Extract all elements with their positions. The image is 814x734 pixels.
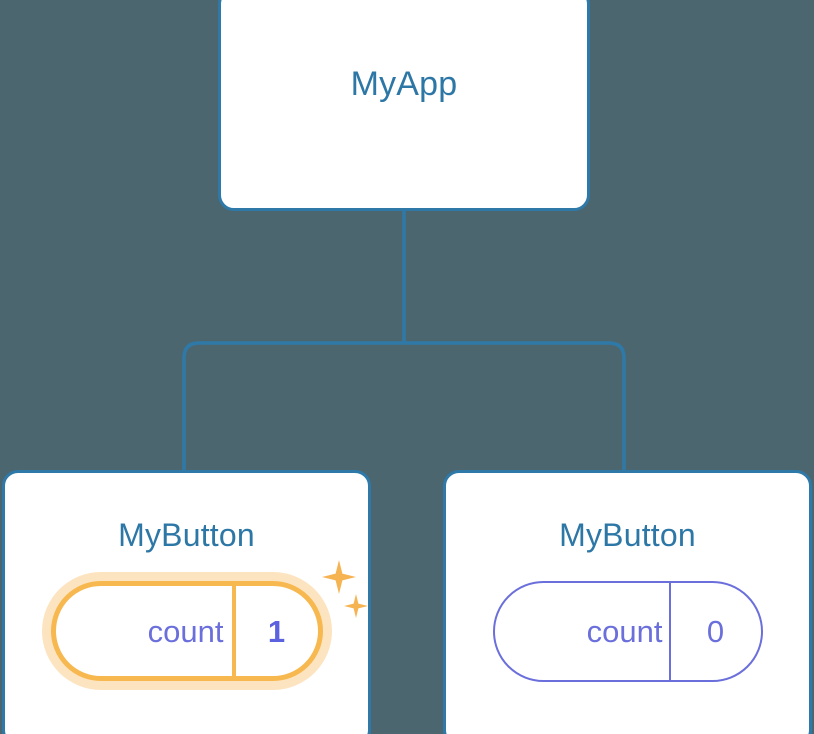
node-card-myapp[interactable]: MyApp — [218, 0, 590, 211]
state-key-right: count — [586, 614, 663, 649]
state-key-left: count — [147, 613, 224, 649]
state-pill-wrap-left: count 1 — [5, 581, 368, 681]
connector-branch-bus — [182, 341, 626, 474]
node-title-myapp: MyApp — [350, 65, 458, 103]
node-title-mybutton-right: MyButton — [559, 517, 696, 553]
state-value-left: 1 — [231, 586, 318, 676]
state-value-right: 0 — [668, 583, 761, 680]
node-card-mybutton-left[interactable]: MyButton count 1 — [2, 470, 371, 734]
node-title-mybutton-left: MyButton — [118, 517, 255, 553]
state-pill-wrap-right: count 0 — [446, 581, 809, 682]
state-pill-right[interactable]: count 0 — [492, 581, 763, 682]
node-card-mybutton-right[interactable]: MyButton count 0 — [443, 470, 812, 734]
state-pill-left[interactable]: count 1 — [50, 581, 323, 681]
